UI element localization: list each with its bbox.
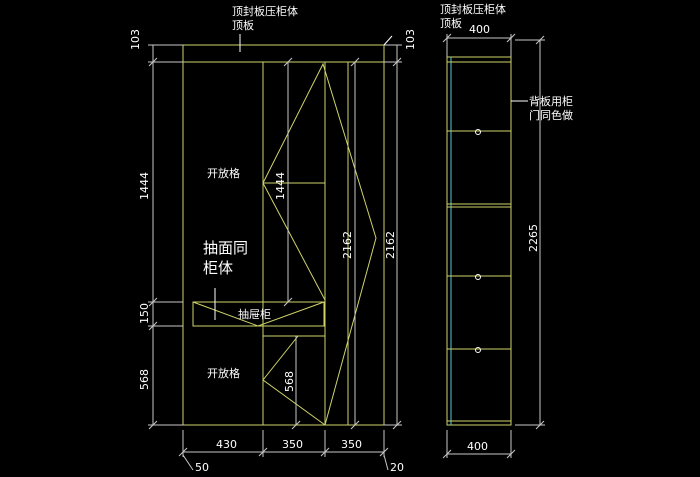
side-top-dimension <box>442 33 516 57</box>
dim-top-left: 103 <box>129 29 142 50</box>
open-shelf-lower-label: 开放格 <box>207 366 240 380</box>
side-view: 顶封板压柜体 顶板 400 400 2265 背板用柜 门同色做 <box>440 2 573 459</box>
dim-bottom-c: 350 <box>341 438 362 451</box>
dim-right-total: 2162 <box>384 231 397 259</box>
diagonal-decor-inner <box>262 182 326 301</box>
drawer-note-line1: 抽面同 <box>203 239 248 257</box>
drawer-note-line2: 柜体 <box>203 259 233 277</box>
dim-bottom-left-small: 50 <box>195 461 209 474</box>
dim-inner-lower: 568 <box>283 371 296 392</box>
front-top-note-line2: 顶板 <box>232 18 254 32</box>
dim-left-upper: 1444 <box>138 172 151 200</box>
side-top-note-line1: 顶封板压柜体 <box>440 2 506 16</box>
back-note-line1: 背板用柜 <box>529 94 573 108</box>
inner-dimension-568 <box>291 336 301 430</box>
diagonal-decor-upper <box>262 62 377 426</box>
open-shelf-upper-label: 开放格 <box>207 166 240 180</box>
side-bottom-dimension <box>442 430 516 459</box>
dim-bottom-b: 350 <box>282 438 303 451</box>
dim-bottom-a: 430 <box>216 438 237 451</box>
inner-dimension-1444 <box>283 57 293 307</box>
dim-top-right: 103 <box>404 29 417 50</box>
front-view: 顶封板压柜体 顶板 开放格 开放格 抽面同 柜体 抽屉柜 103 103 144… <box>129 4 417 474</box>
dim-inner-total: 2162 <box>341 231 354 259</box>
side-dim-top-width: 400 <box>469 23 490 36</box>
bottom-dimension <box>178 430 389 471</box>
side-top-note-line2: 顶板 <box>440 16 462 30</box>
dim-bottom-right-small: 20 <box>390 461 404 474</box>
dim-left-mid: 150 <box>138 303 151 324</box>
back-note-line2: 门同色做 <box>529 108 573 122</box>
top-panel <box>182 44 385 63</box>
right-dimension <box>384 44 402 430</box>
top-right-leader <box>383 35 393 46</box>
side-shelves <box>447 130 511 422</box>
dim-left-lower: 568 <box>138 369 151 390</box>
side-dim-bottom-width: 400 <box>467 440 488 453</box>
inner-dimension-2162 <box>350 57 360 430</box>
shelf-pin-icons <box>475 129 481 353</box>
side-outline <box>446 56 512 426</box>
drawer-label: 抽屉柜 <box>238 307 271 321</box>
side-dim-height: 2265 <box>527 224 540 252</box>
side-height-dimension <box>515 35 545 430</box>
cabinet-outline <box>182 61 385 426</box>
dim-inner-upper: 1444 <box>274 172 287 200</box>
left-dimension <box>148 44 183 430</box>
front-top-note-line1: 顶封板压柜体 <box>232 4 298 18</box>
diagonal-decor-lower <box>262 335 326 426</box>
